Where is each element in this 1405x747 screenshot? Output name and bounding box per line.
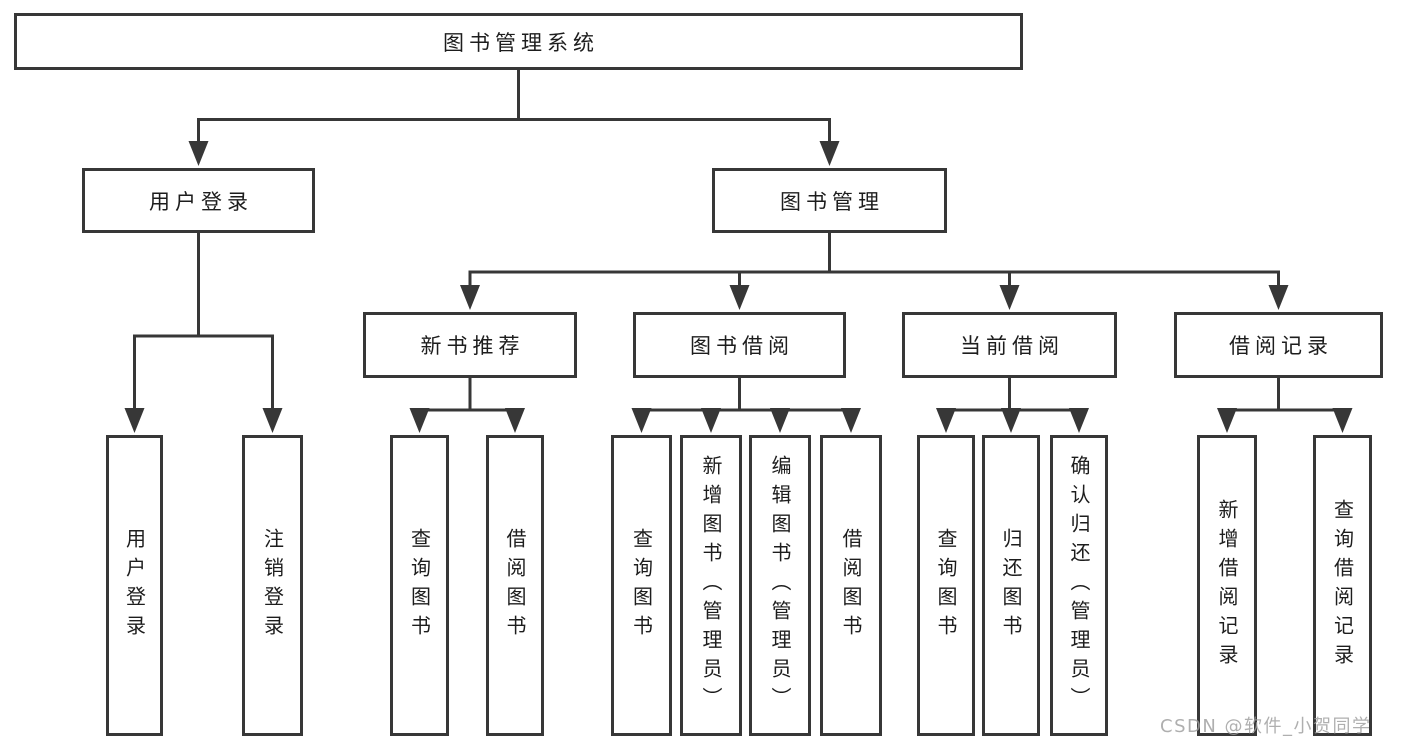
node-book-management: 图书管理 — [712, 168, 947, 233]
leaf-confirm-return-admin: 确认归还（管理员） — [1050, 435, 1108, 736]
node-label: 借阅图书 — [839, 527, 863, 644]
node-label: 注销登录 — [260, 527, 285, 644]
node-label: 图书管理 — [780, 189, 884, 214]
node-label: 查询图书 — [934, 527, 958, 644]
node-label: 新增图书（管理员） — [699, 455, 723, 716]
node-user-login: 用户登录 — [82, 168, 315, 233]
csdn-watermark: CSDN @软件_小贺同学 — [1160, 716, 1372, 737]
leaf-logout: 注销登录 — [242, 435, 303, 736]
node-current-borrow: 当前借阅 — [902, 312, 1117, 378]
node-label: 确认归还（管理员） — [1067, 455, 1091, 716]
node-label: 查询借阅记录 — [1330, 498, 1355, 673]
leaf-add-borrow-record: 新增借阅记录 — [1197, 435, 1257, 736]
leaf-query-books-recommend: 查询图书 — [390, 435, 449, 736]
leaf-return-book: 归还图书 — [982, 435, 1040, 736]
node-label: 借阅图书 — [503, 527, 527, 644]
node-label: 新增借阅记录 — [1215, 498, 1239, 673]
node-root: 图书管理系统 — [14, 13, 1023, 70]
leaf-add-book-admin: 新增图书（管理员） — [680, 435, 742, 736]
leaf-edit-book-admin: 编辑图书（管理员） — [749, 435, 811, 736]
leaf-query-books-borrow: 查询图书 — [611, 435, 672, 736]
leaf-borrow-books: 借阅图书 — [820, 435, 882, 736]
node-label: 图书借阅 — [690, 334, 794, 358]
node-label: 图书管理系统 — [443, 30, 599, 55]
leaf-query-borrow-record: 查询借阅记录 — [1313, 435, 1372, 736]
leaf-user-login: 用户登录 — [106, 435, 163, 736]
node-label: 编辑图书（管理员） — [768, 455, 792, 716]
node-label: 当前借阅 — [960, 334, 1064, 358]
node-borrow-records: 借阅记录 — [1174, 312, 1383, 378]
leaf-borrow-books-recommend: 借阅图书 — [486, 435, 544, 736]
node-label: 查询图书 — [629, 527, 654, 644]
node-label: 用户登录 — [122, 527, 147, 644]
node-label: 归还图书 — [999, 527, 1023, 644]
node-label: 新书推荐 — [420, 334, 525, 358]
node-label: 借阅记录 — [1229, 334, 1333, 358]
leaf-query-books-current: 查询图书 — [917, 435, 975, 736]
node-label: 查询图书 — [407, 527, 432, 644]
node-label: 用户登录 — [149, 189, 253, 214]
node-new-book-recommend: 新书推荐 — [363, 312, 577, 378]
node-book-borrow: 图书借阅 — [633, 312, 846, 378]
